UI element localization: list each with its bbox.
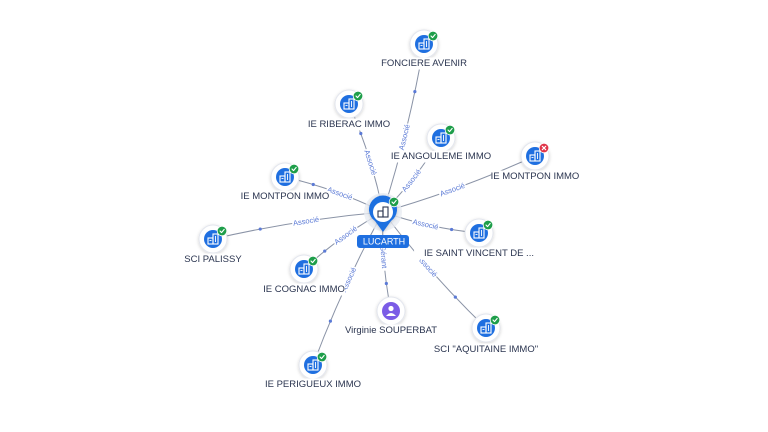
building-icon bbox=[480, 322, 492, 334]
node-label-bg bbox=[414, 247, 544, 260]
node-label: IE ANGOULEME IMMO bbox=[391, 151, 491, 162]
node-virginie-souperbat[interactable]: Virginie SOUPERBAT bbox=[339, 296, 443, 337]
status-ok-icon bbox=[316, 351, 328, 363]
node-ie-montpon-immo-left[interactable]: IE MONTPON IMMO bbox=[241, 162, 330, 203]
node-ie-riberac-immo[interactable]: IE RIBERAC IMMO bbox=[305, 89, 393, 131]
person-icon bbox=[386, 305, 396, 316]
node-label: Virginie SOUPERBAT bbox=[345, 325, 437, 336]
center-node[interactable]: LUCARTH bbox=[357, 193, 409, 248]
edge-label-sci-palissy: Associé bbox=[292, 215, 319, 228]
edge-label-ie-riberac-immo: Associé bbox=[362, 149, 378, 177]
edge-label-bg bbox=[291, 214, 321, 228]
edge-label-bg bbox=[325, 184, 355, 202]
edge-label-bg bbox=[362, 147, 380, 178]
node-label-bg bbox=[339, 324, 443, 337]
status-ok-icon bbox=[489, 314, 501, 326]
status-error-icon bbox=[538, 142, 550, 154]
node-fonciere-avenir[interactable]: FONCIERE AVENIR bbox=[380, 29, 468, 70]
edge-label-ie-angouleme-immo: Associé bbox=[400, 167, 423, 193]
edge-label-ie-montpon-immo-right: Associé bbox=[439, 181, 467, 199]
edge-arrow-virginie-souperbat bbox=[384, 281, 388, 286]
building-icon bbox=[377, 206, 389, 218]
building-icon bbox=[279, 171, 291, 183]
edge-label-fonciere-avenir: Associé bbox=[397, 123, 412, 151]
node-label: IE COGNAC IMMO bbox=[263, 284, 345, 295]
status-ok-icon bbox=[352, 90, 364, 102]
status-ok-icon bbox=[307, 255, 319, 267]
edge-label-bg bbox=[396, 122, 412, 152]
node-label-bg bbox=[179, 253, 247, 266]
edge-label-bg bbox=[331, 222, 360, 247]
node-label: IE PERIGUEUX IMMO bbox=[265, 379, 361, 390]
node-label: FONCIERE AVENIR bbox=[381, 58, 467, 69]
building-icon bbox=[307, 359, 319, 371]
node-label: IE MONTPON IMMO bbox=[241, 191, 330, 202]
node-sci-palissy[interactable]: SCI PALISSY bbox=[179, 224, 247, 266]
status-ok-icon bbox=[482, 219, 494, 231]
building-icon bbox=[343, 98, 355, 110]
building-icon bbox=[418, 38, 430, 50]
building-icon bbox=[435, 132, 447, 144]
node-label-bg bbox=[429, 343, 543, 356]
edge-arrow-ie-perigueux-immo bbox=[328, 319, 333, 323]
edge-label-ie-saint-vincent: Associé bbox=[412, 217, 440, 231]
building-icon bbox=[207, 233, 219, 245]
edge-label-ie-montpon-immo-left: Associé bbox=[326, 185, 354, 202]
nodes-layer: FONCIERE AVENIR IE RIBERAC IMMO IE ANGOULE… bbox=[179, 29, 580, 391]
edge-label-virginie-souperbat: Gérant bbox=[378, 245, 389, 269]
building-icon bbox=[529, 150, 541, 162]
status-ok-icon bbox=[288, 163, 300, 175]
node-label: SCI PALISSY bbox=[184, 254, 242, 265]
edge-label-bg bbox=[398, 166, 424, 195]
node-ie-perigueux-immo[interactable]: IE PERIGUEUX IMMO bbox=[263, 350, 363, 391]
node-label: SCI "AQUITAINE IMMO" bbox=[434, 344, 538, 355]
node-ie-saint-vincent[interactable]: IE SAINT VINCENT DE ... bbox=[414, 218, 544, 260]
edge-arrow-sci-palissy bbox=[258, 227, 262, 231]
node-ie-montpon-immo-right[interactable]: IE MONTPON IMMO bbox=[491, 141, 580, 183]
node-label: IE RIBERAC IMMO bbox=[308, 119, 390, 130]
center-label: LUCARTH bbox=[363, 237, 405, 247]
status-ok-icon bbox=[427, 30, 439, 42]
status-ok-icon bbox=[388, 196, 400, 208]
edge-arrow-fonciere-avenir bbox=[413, 90, 417, 94]
building-icon bbox=[298, 263, 310, 275]
node-label-bg bbox=[380, 57, 468, 70]
node-ie-cognac-immo[interactable]: IE COGNAC IMMO bbox=[262, 254, 346, 296]
edge-label-bg bbox=[437, 180, 467, 199]
node-ie-angouleme-immo[interactable]: IE ANGOULEME IMMO bbox=[391, 123, 491, 163]
node-label: IE MONTPON IMMO bbox=[491, 171, 580, 182]
node-label-bg bbox=[241, 190, 329, 203]
node-label-bg bbox=[391, 150, 491, 163]
status-ok-icon bbox=[216, 225, 228, 237]
status-ok-icon bbox=[444, 124, 456, 136]
node-label-bg bbox=[263, 378, 363, 391]
center-label-pill bbox=[357, 235, 409, 248]
node-label-bg bbox=[262, 283, 346, 296]
edge-label-bg bbox=[378, 242, 390, 272]
node-sci-aquitaine-immo[interactable]: SCI "AQUITAINE IMMO" bbox=[429, 313, 543, 356]
building-icon bbox=[473, 227, 485, 239]
edge-arrow-ie-cognac-immo bbox=[323, 249, 327, 253]
edge-arrow-ie-montpon-immo-left bbox=[311, 182, 315, 187]
node-label-bg bbox=[491, 170, 579, 183]
edge-arrow-ie-riberac-immo bbox=[359, 131, 363, 136]
node-label: IE SAINT VINCENT DE ... bbox=[424, 248, 534, 259]
edge-label-ie-cognac-immo: Associé bbox=[332, 224, 359, 247]
node-label-bg bbox=[305, 118, 393, 131]
edge-arrow-sci-aquitaine-immo bbox=[453, 295, 457, 299]
edge-label-bg bbox=[411, 216, 441, 232]
edge-arrow-ie-saint-vincent bbox=[450, 227, 454, 232]
